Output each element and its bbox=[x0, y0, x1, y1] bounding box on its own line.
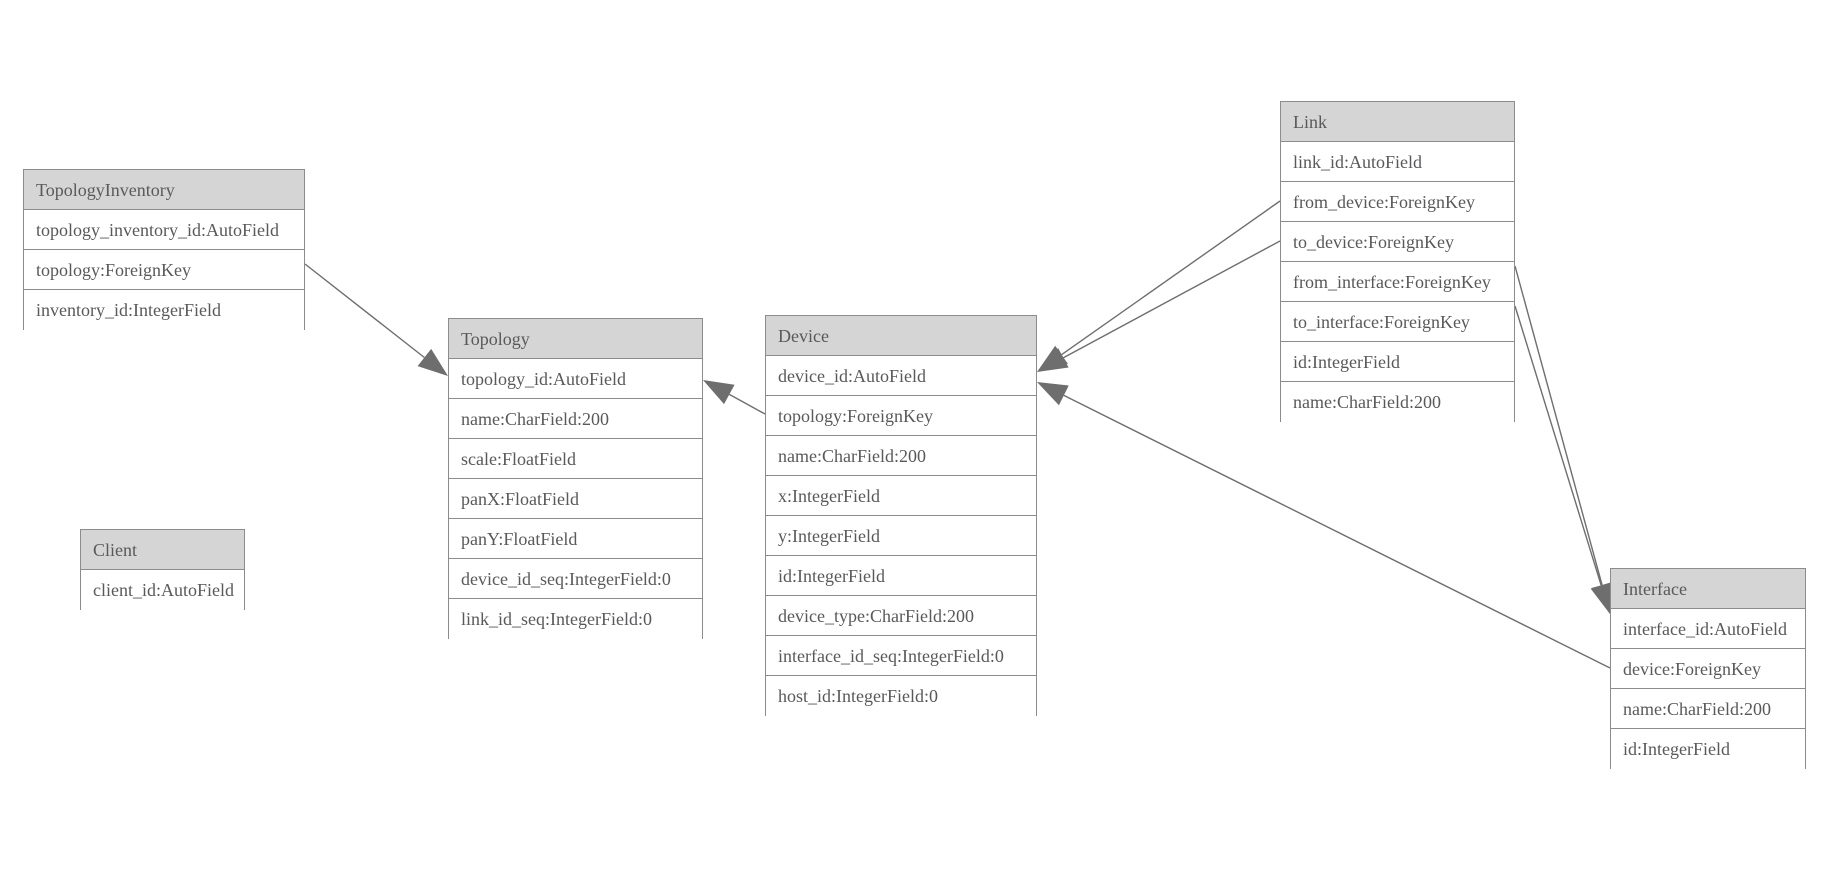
relation-topologyinventory-topology bbox=[304, 263, 448, 376]
relation-arrowhead bbox=[1037, 382, 1069, 406]
entity-attribute-row: x:IntegerField bbox=[766, 476, 1036, 516]
entity-title-link: Link bbox=[1281, 102, 1514, 142]
relation-line bbox=[1063, 394, 1611, 669]
entity-attribute-row: topology_inventory_id:AutoField bbox=[24, 210, 304, 250]
relation-line bbox=[1061, 200, 1281, 356]
entity-attribute-row: to_device:ForeignKey bbox=[1281, 222, 1514, 262]
relation-device-topology bbox=[703, 380, 766, 415]
entity-attribute-row: inventory_id:IntegerField bbox=[24, 290, 304, 330]
entity-attribute-row: scale:FloatField bbox=[449, 439, 702, 479]
relation-link-from-device bbox=[1037, 200, 1281, 372]
relation-arrowhead bbox=[1037, 348, 1069, 372]
relation-line bbox=[1063, 240, 1281, 359]
entity-attribute-row: device:ForeignKey bbox=[1611, 649, 1805, 689]
relation-interface-device bbox=[1037, 382, 1611, 669]
entity-attribute-row: id:IntegerField bbox=[766, 556, 1036, 596]
entity-title-client: Client bbox=[81, 530, 244, 570]
entity-attribute-row: client_id:AutoField bbox=[81, 570, 244, 610]
entity-attribute-row: device_id_seq:IntegerField:0 bbox=[449, 559, 702, 599]
entity-title-interface: Interface bbox=[1611, 569, 1805, 609]
relation-line bbox=[728, 393, 766, 415]
entity-attribute-row: name:CharField:200 bbox=[1611, 689, 1805, 729]
entity-attribute-row: device_type:CharField:200 bbox=[766, 596, 1036, 636]
entity-attribute-row: link_id:AutoField bbox=[1281, 142, 1514, 182]
entity-attribute-row: link_id_seq:IntegerField:0 bbox=[449, 599, 702, 639]
entity-attribute-row: name:CharField:200 bbox=[1281, 382, 1514, 422]
entity-attribute-row: from_device:ForeignKey bbox=[1281, 182, 1514, 222]
entity-attribute-row: name:CharField:200 bbox=[449, 399, 702, 439]
relation-link-to-interface bbox=[1514, 305, 1612, 614]
entity-attribute-row: id:IntegerField bbox=[1281, 342, 1514, 382]
entity-attribute-row: host_id:IntegerField:0 bbox=[766, 676, 1036, 716]
relation-arrowhead bbox=[703, 380, 735, 405]
entity-attribute-row: interface_id:AutoField bbox=[1611, 609, 1805, 649]
relation-link-to-device bbox=[1037, 240, 1281, 372]
entity-attribute-row: to_interface:ForeignKey bbox=[1281, 302, 1514, 342]
entity-attribute-row: from_interface:ForeignKey bbox=[1281, 262, 1514, 302]
relation-arrowhead bbox=[417, 348, 448, 376]
entity-attribute-row: topology:ForeignKey bbox=[24, 250, 304, 290]
entity-attribute-row: name:CharField:200 bbox=[766, 436, 1036, 476]
relation-arrowhead bbox=[1037, 345, 1068, 372]
entity-attribute-row: interface_id_seq:IntegerField:0 bbox=[766, 636, 1036, 676]
entity-attribute-row: device_id:AutoField bbox=[766, 356, 1036, 396]
entity-attribute-row: y:IntegerField bbox=[766, 516, 1036, 556]
entity-attribute-row: panX:FloatField bbox=[449, 479, 702, 519]
relation-link-from-interface bbox=[1514, 265, 1613, 614]
entity-attribute-row: id:IntegerField bbox=[1611, 729, 1805, 769]
entity-title-topology: Topology bbox=[449, 319, 702, 359]
entity-attribute-row: topology:ForeignKey bbox=[766, 396, 1036, 436]
relation-line bbox=[304, 263, 425, 359]
entity-attribute-row: topology_id:AutoField bbox=[449, 359, 702, 399]
relation-line bbox=[1514, 305, 1602, 586]
entity-title-topologyinventory: TopologyInventory bbox=[24, 170, 304, 210]
relation-line bbox=[1514, 265, 1603, 586]
entity-attribute-row: panY:FloatField bbox=[449, 519, 702, 559]
relation-arrowhead bbox=[1590, 582, 1612, 614]
entity-title-device: Device bbox=[766, 316, 1036, 356]
